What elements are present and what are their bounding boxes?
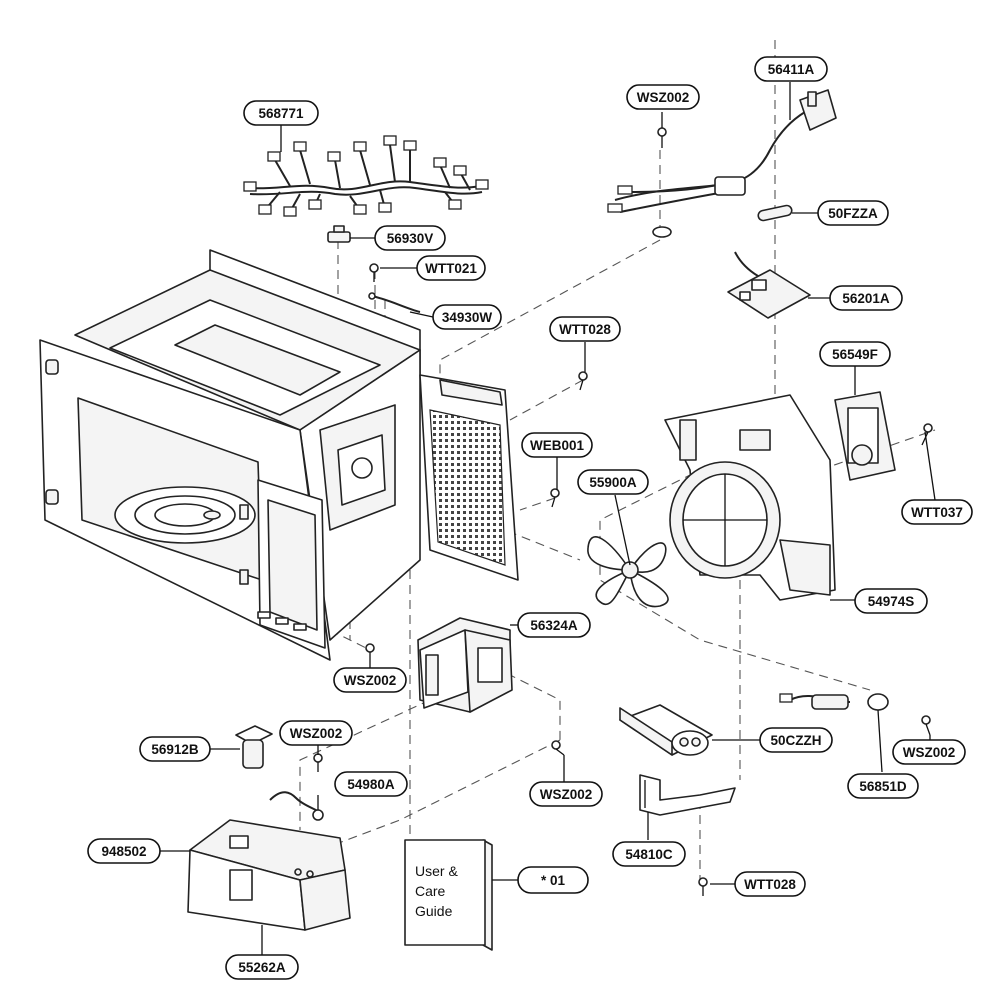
svg-text:56851D: 56851D (859, 779, 907, 794)
screw-wtt028-top-part (578, 371, 588, 391)
noise-filter-board-part (727, 251, 811, 319)
fan-bracket-part (664, 394, 836, 601)
callout-55262A: 55262A (225, 954, 299, 980)
callout-56201A: 56201A (829, 285, 903, 311)
callout-WSZ002-left: WSZ002 (333, 667, 407, 693)
svg-text:54810C: 54810C (625, 847, 673, 862)
screw-web001-part (550, 488, 560, 508)
callout-WSZ002-lower: WSZ002 (279, 720, 353, 746)
svg-text:56912B: 56912B (151, 742, 199, 757)
capacitor-bracket-part (639, 774, 736, 816)
svg-text:56930V: 56930V (387, 231, 434, 246)
callout-568771: 568771 (243, 100, 319, 126)
svg-text:50CZZH: 50CZZH (770, 733, 821, 748)
callout-948502: 948502 (87, 838, 161, 864)
callout-56930V: 56930V (374, 225, 446, 251)
callout-WEB001: WEB001 (521, 432, 593, 458)
capacitor-part (619, 704, 713, 756)
callout-WSZ002-top: WSZ002 (626, 84, 700, 110)
manual-title-line3: Guide (415, 903, 453, 919)
actuator-spring-part (269, 791, 324, 821)
screw-wtt028-bottom-part (698, 877, 708, 896)
svg-text:WTT028: WTT028 (744, 877, 796, 892)
screw-wsz002-mid-part (551, 740, 565, 756)
fuse-part (757, 204, 793, 222)
callout-01: * 01 (517, 866, 589, 894)
svg-text:WEB001: WEB001 (530, 438, 585, 453)
svg-text:56201A: 56201A (842, 291, 890, 306)
svg-text:56411A: 56411A (768, 62, 815, 77)
screw-wtt021-part (369, 263, 379, 282)
callout-50CZZH: 50CZZH (759, 727, 833, 753)
callout-54974S: 54974S (854, 588, 928, 614)
diode-part (779, 693, 889, 711)
svg-text:948502: 948502 (101, 844, 146, 859)
screw-wsz002-left-part (365, 643, 375, 662)
svg-text:WTT037: WTT037 (911, 505, 963, 520)
callout-54810C: 54810C (612, 841, 686, 867)
callout-WTT028-upper: WTT028 (549, 316, 621, 342)
callout-WSZ002-right: WSZ002 (892, 739, 966, 765)
manual-title-line1: User & (415, 863, 458, 879)
screw-wsz002-right-part (921, 715, 931, 736)
svg-text:568771: 568771 (258, 106, 304, 121)
svg-text:WSZ002: WSZ002 (540, 787, 593, 802)
svg-text:55262A: 55262A (238, 960, 286, 975)
svg-text:34930W: 34930W (442, 310, 493, 325)
thermostat-part (327, 225, 351, 243)
callout-56411A: 56411A (754, 56, 828, 82)
svg-text:* 01: * 01 (541, 873, 566, 888)
callout-55900A: 55900A (577, 469, 649, 495)
svg-text:WSZ002: WSZ002 (637, 90, 690, 105)
callout-WTT028-lower: WTT028 (734, 871, 806, 897)
screw-wsz002-top-part (657, 127, 667, 148)
svg-text:WSZ002: WSZ002 (344, 673, 397, 688)
svg-text:WTT028: WTT028 (559, 322, 611, 337)
svg-text:56549F: 56549F (832, 347, 878, 362)
svg-text:56324A: 56324A (530, 618, 578, 633)
microwave-cabinet (39, 249, 519, 661)
callout-56912B: 56912B (139, 736, 211, 762)
callout-50FZZA: 50FZZA (817, 200, 889, 226)
fan-blade-part (587, 536, 669, 608)
switch-assembly-part (187, 819, 351, 931)
fan-motor-part (834, 391, 896, 481)
leader-lines (160, 82, 936, 955)
callout-54980A: 54980A (334, 771, 408, 797)
callout-56851D: 56851D (847, 773, 919, 799)
callouts: 568771 56930V WTT021 34930W WTT028 WEB00… (87, 56, 973, 980)
callout-WSZ002-mid: WSZ002 (529, 781, 603, 807)
callout-WTT037: WTT037 (901, 499, 973, 525)
svg-text:54980A: 54980A (347, 777, 395, 792)
svg-text:54974S: 54974S (868, 594, 915, 609)
screw-wsz002-lower-part (313, 753, 323, 772)
svg-text:WSZ002: WSZ002 (290, 726, 343, 741)
svg-text:50FZZA: 50FZZA (828, 206, 878, 221)
manual-title-line2: Care (415, 883, 446, 899)
transformer-part (417, 617, 513, 713)
user-manual: User & Care Guide (404, 839, 493, 951)
screw-wtt037-part (921, 423, 933, 446)
svg-text:WTT021: WTT021 (425, 261, 477, 276)
power-cord-part (607, 89, 837, 238)
callout-34930W: 34930W (432, 304, 502, 330)
svg-text:55900A: 55900A (589, 475, 637, 490)
sensor-part (368, 292, 421, 313)
callout-WTT021: WTT021 (416, 255, 486, 281)
lamp-socket-part (235, 725, 273, 769)
callout-56549F: 56549F (819, 341, 891, 367)
callout-56324A: 56324A (517, 612, 591, 638)
svg-text:WSZ002: WSZ002 (903, 745, 956, 760)
wire-harness-part (243, 135, 489, 217)
